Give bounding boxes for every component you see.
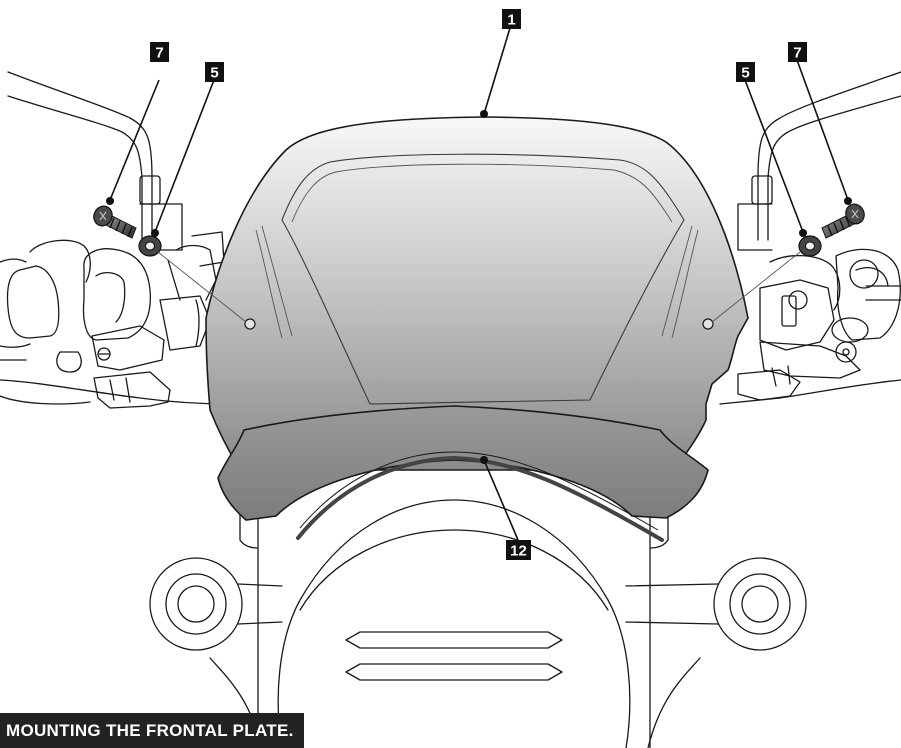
callout-label: 12 (510, 543, 527, 560)
callout-screw-left: 7 (150, 42, 169, 62)
alignment-guides (157, 251, 801, 323)
figure-caption: MOUNTING THE FRONTAL PLATE. (0, 713, 304, 748)
screw-right (821, 203, 865, 239)
callout-label: 1 (507, 12, 515, 29)
washer-left (138, 235, 162, 257)
leader-dots (106, 110, 852, 464)
callout-screw-right: 7 (788, 42, 807, 62)
windscreen (205, 116, 749, 521)
screw-left (93, 205, 137, 239)
callout-washer-right: 5 (736, 62, 755, 82)
mounting-hole-right (702, 318, 714, 330)
callout-label: 5 (210, 65, 218, 82)
callout-label: 7 (155, 45, 163, 62)
edge-trim-strip (296, 455, 664, 542)
callout-screen: 1 (502, 9, 521, 29)
mounting-hole-left (244, 318, 256, 330)
callout-edge-trim: 12 (506, 540, 531, 560)
washer-right (798, 235, 822, 257)
callout-label: 5 (741, 65, 749, 82)
motorcycle-line-art (0, 71, 901, 748)
leader-lines (109, 27, 849, 541)
callout-label: 7 (793, 45, 801, 62)
callout-washer-left: 5 (205, 62, 224, 82)
